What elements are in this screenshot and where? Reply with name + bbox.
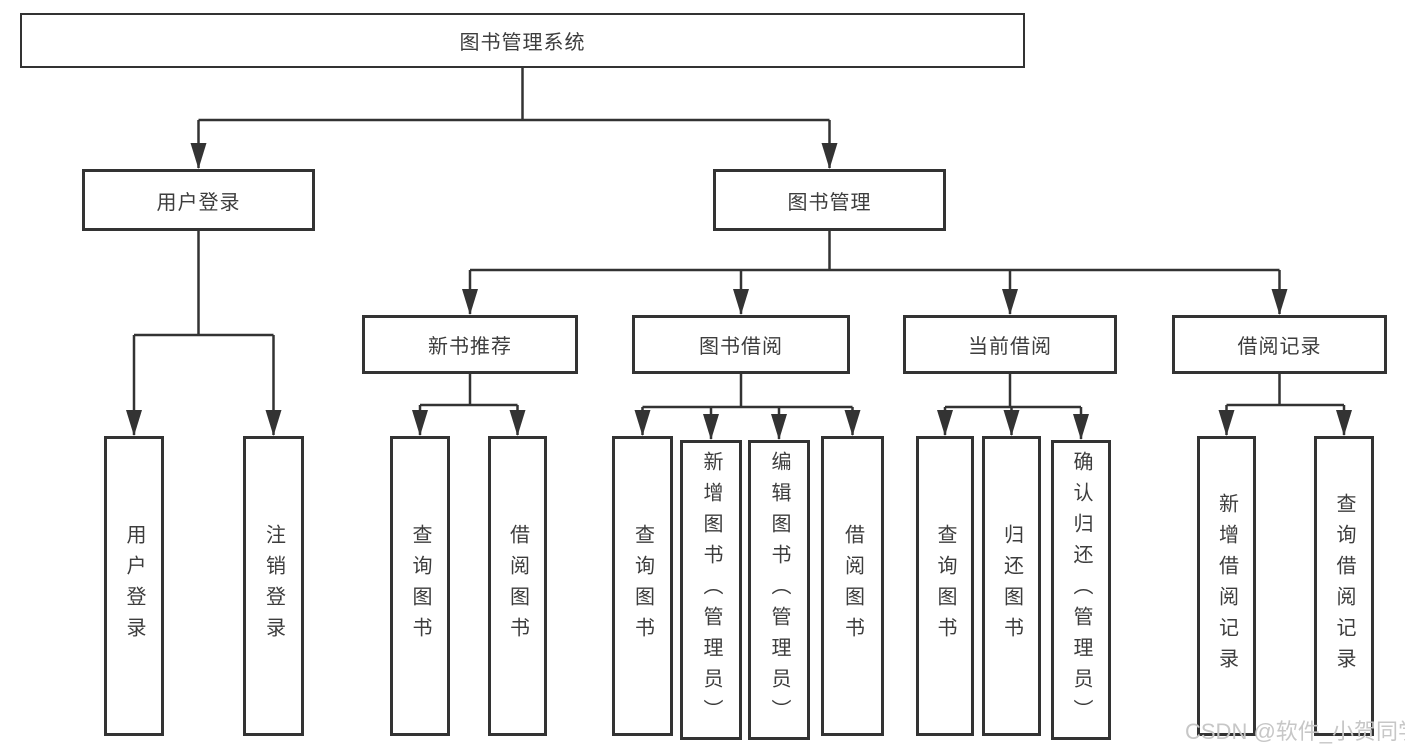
- leaf-user-login-label: 用户登录: [123, 524, 145, 648]
- leaf-user-login: 用户登录: [104, 436, 164, 736]
- leaf-edit-book-admin: 编辑图书（管理员）: [748, 440, 810, 740]
- leaf-edit-book-admin-label: 编辑图书（管理员）: [768, 450, 790, 730]
- leaf-query-books-1-label: 查询图书: [409, 524, 431, 648]
- node-borrowing-records-label: 借阅记录: [1237, 336, 1322, 358]
- leaf-query-books-3: 查询图书: [916, 436, 974, 736]
- node-library-system-label: 图书管理系统: [459, 32, 586, 54]
- leaf-logout-label: 注销登录: [262, 524, 285, 648]
- node-book-management: 图书管理: [713, 169, 946, 231]
- node-book-borrowing: 图书借阅: [632, 315, 850, 374]
- leaf-borrow-books-2-label: 借阅图书: [841, 524, 864, 648]
- node-new-book-recommend: 新书推荐: [362, 315, 578, 374]
- node-book-borrowing-label: 图书借阅: [699, 336, 783, 358]
- node-borrowing-records: 借阅记录: [1172, 315, 1387, 374]
- leaf-add-book-admin: 新增图书（管理员）: [680, 440, 742, 740]
- node-user-login: 用户登录: [82, 169, 315, 231]
- leaf-return-book: 归还图书: [982, 436, 1041, 736]
- leaf-confirm-return-admin-label: 确认归还（管理员）: [1070, 450, 1092, 730]
- leaf-add-borrow-record-label: 新增借阅记录: [1215, 493, 1238, 679]
- leaf-return-book-label: 归还图书: [1000, 524, 1023, 648]
- node-new-book-recommend-label: 新书推荐: [428, 336, 512, 358]
- leaf-add-book-admin-label: 新增图书（管理员）: [700, 450, 722, 730]
- leaf-query-books-1: 查询图书: [390, 436, 450, 736]
- leaf-query-books-2-label: 查询图书: [631, 524, 654, 648]
- leaf-logout: 注销登录: [243, 436, 304, 736]
- leaf-borrow-books-2: 借阅图书: [821, 436, 884, 736]
- leaf-query-borrow-record: 查询借阅记录: [1314, 436, 1374, 736]
- node-current-borrowing: 当前借阅: [903, 315, 1117, 374]
- node-book-management-label: 图书管理: [787, 191, 872, 214]
- leaf-borrow-books-1-label: 借阅图书: [506, 524, 529, 648]
- csdn-watermark: CSDN @软件_小贺同学: [1185, 719, 1405, 744]
- leaf-query-borrow-record-label: 查询借阅记录: [1333, 493, 1355, 679]
- leaf-confirm-return-admin: 确认归还（管理员）: [1051, 440, 1111, 740]
- node-user-login-label: 用户登录: [156, 191, 241, 214]
- leaf-query-books-2: 查询图书: [612, 436, 673, 736]
- leaf-query-books-3-label: 查询图书: [934, 524, 956, 648]
- leaf-add-borrow-record: 新增借阅记录: [1197, 436, 1256, 736]
- node-library-system: 图书管理系统: [20, 13, 1025, 68]
- node-current-borrowing-label: 当前借阅: [968, 336, 1052, 358]
- leaf-borrow-books-1: 借阅图书: [488, 436, 547, 736]
